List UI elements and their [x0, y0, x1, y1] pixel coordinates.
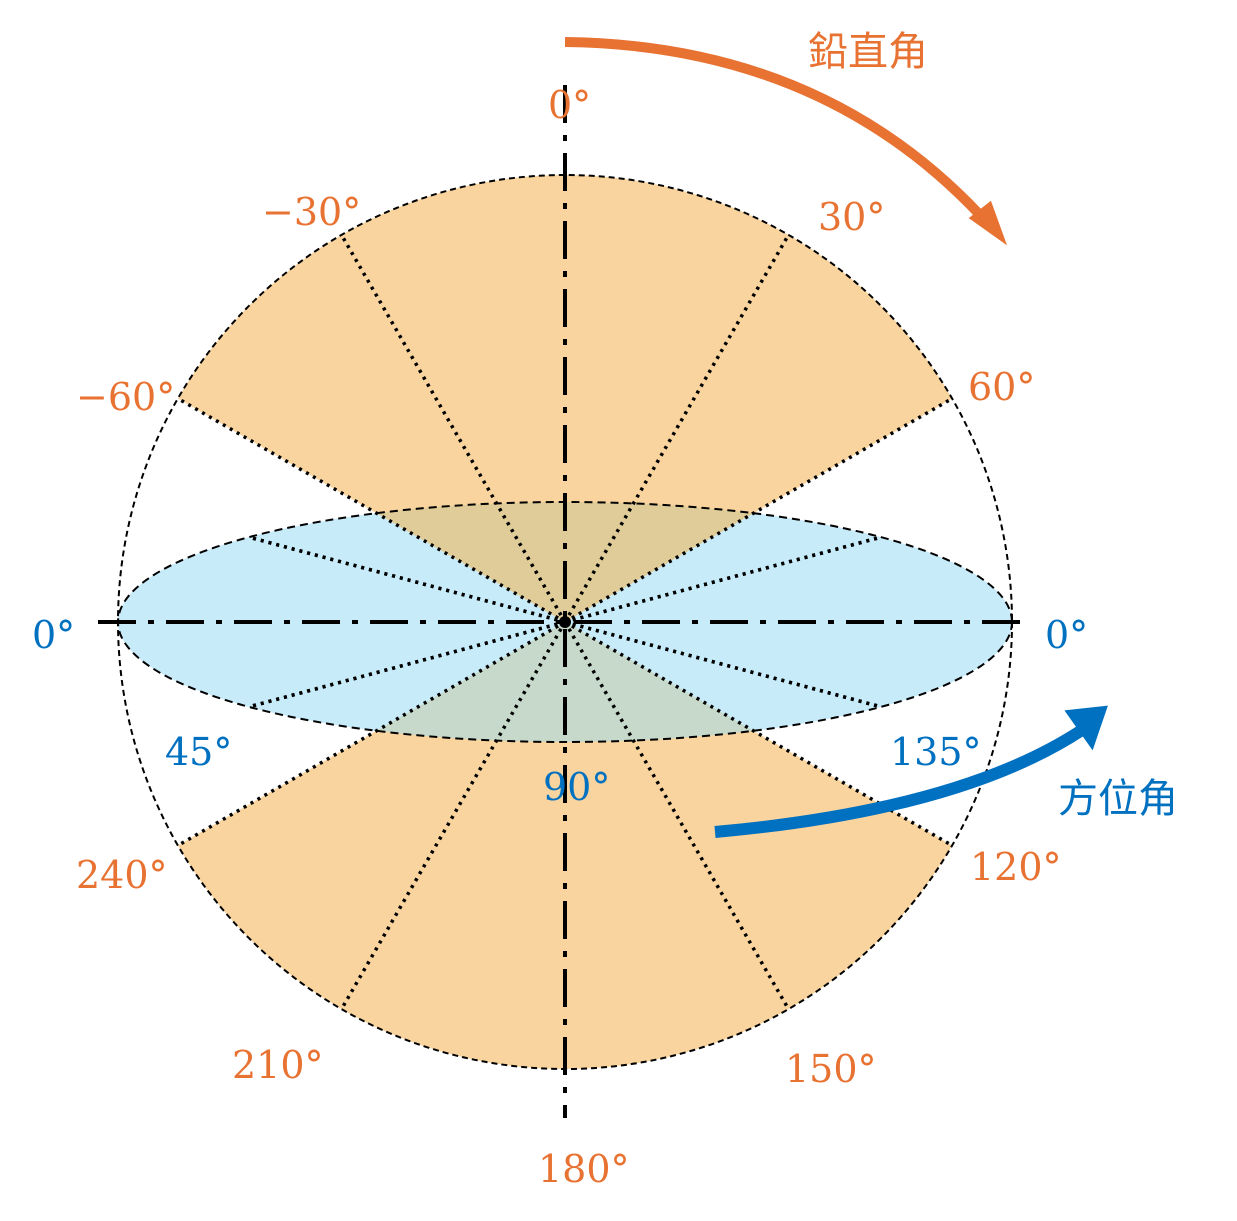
vertical-radial-line — [563, 234, 791, 623]
vertical-label-60: 60° — [968, 365, 1035, 409]
vertical-label-30: 30° — [818, 195, 885, 239]
azimuth-label-135: 135° — [890, 730, 982, 774]
vertical-angle-title: 鉛直角 — [808, 29, 928, 75]
vertical-radial-line — [177, 396, 566, 624]
azimuth-angle-title: 方位角 — [1058, 776, 1178, 822]
vertical-radial-line — [564, 620, 953, 848]
vertical-sector — [177, 175, 953, 622]
vertical-label-150: 150° — [785, 1047, 877, 1091]
vertical-radial-line — [177, 620, 566, 848]
center-point — [559, 616, 571, 628]
azimuth-radial-line — [564, 620, 882, 709]
vertical-radial-line — [564, 396, 953, 624]
vertical-label-210: 210° — [232, 1043, 324, 1087]
lines — [98, 85, 1030, 1118]
vertical-angle-arrow — [564, 37, 984, 219]
vertical-label-180: 180° — [538, 1147, 630, 1191]
azimuth-radial-line — [248, 620, 566, 709]
vertical-label-0: 0° — [548, 83, 591, 127]
azimuth-label-0-right: 0° — [1045, 613, 1088, 657]
vertical-radial-line — [563, 621, 791, 1010]
arrows — [564, 37, 1108, 838]
vertical-label-minus30: −30° — [262, 190, 361, 234]
vertical-label-minus60: −60° — [76, 375, 175, 419]
azimuth-radial-line — [248, 535, 566, 624]
vertical-arrowhead-icon — [968, 200, 1008, 246]
azimuth-label-90: 90° — [543, 765, 610, 809]
azimuth-radial-line — [564, 535, 882, 624]
azimuth-label-0-left: 0° — [32, 613, 75, 657]
vertical-radial-line — [339, 621, 567, 1010]
vertical-label-240: 240° — [76, 853, 168, 897]
azimuth-arrowhead-icon — [1064, 705, 1108, 751]
vertical-radial-line — [339, 234, 567, 623]
azimuth-angle-arrow — [714, 724, 1086, 838]
vertical-label-120: 120° — [970, 845, 1062, 889]
azimuth-label-45: 45° — [165, 730, 232, 774]
